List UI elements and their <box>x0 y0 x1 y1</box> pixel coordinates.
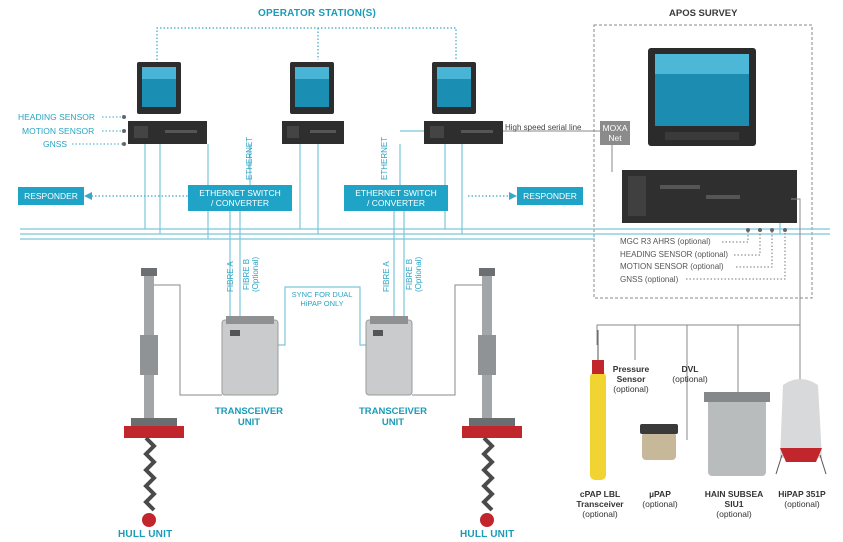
hipap-line2: (optional) <box>784 499 820 509</box>
switch-right-line1: ETHERNET SWITCH <box>355 188 437 198</box>
monitor-1 <box>137 62 181 114</box>
pressure-sensor-caption: Pressure Sensor (optional) <box>603 364 659 394</box>
hain-subsea <box>704 392 770 476</box>
ethernet-label-right: ETHERNET <box>380 136 389 180</box>
pressure-line3: (optional) <box>613 384 649 394</box>
operator-stations-title: OPERATOR STATION(S) <box>258 8 377 19</box>
hain-line1: HAIN SUBSEA <box>704 489 764 499</box>
dvl-line1: DVL <box>681 364 699 374</box>
fibre-a-left: FIBRE A <box>226 261 235 292</box>
hain-line2: SIU1 <box>724 499 744 509</box>
operator-link <box>156 27 457 60</box>
fibre-b-right: FIBRE B(Optional) <box>405 257 423 292</box>
transceiver-left-title: TRANSCEIVER UNIT <box>206 406 292 428</box>
cpap-transceiver <box>590 330 606 480</box>
upap <box>640 424 678 460</box>
ethernet-switch-right: ETHERNET SWITCH / CONVERTER <box>344 185 448 211</box>
responder-right: RESPONDER <box>517 187 583 205</box>
hipap-line1: HiPAP 351P <box>778 489 826 499</box>
hain-caption: HAIN SUBSEA SIU1 (optional) <box>697 489 771 519</box>
fibre-b-left-2: (Optional) <box>251 256 260 292</box>
ethernet-label-left: ETHERNET <box>245 136 254 180</box>
transceiver-right <box>365 316 413 396</box>
apos-survey-title: APOS SURVEY <box>669 8 738 19</box>
hull-unit-right-title: HULL UNIT <box>460 529 515 540</box>
hull-unit-left-title: HULL UNIT <box>118 529 173 540</box>
dvl-caption: DVL (optional) <box>662 364 718 384</box>
upap-line2: (optional) <box>642 499 678 509</box>
cpap-caption: cPAP LBL Transceiver (optional) <box>570 489 630 519</box>
computer-2 <box>282 121 344 144</box>
transceiver-right-line1: TRANSCEIVER <box>358 406 428 417</box>
hipap-caption: HiPAP 351P (optional) <box>771 489 833 509</box>
serial-line-label: High speed serial line <box>505 123 582 132</box>
fibre-b-right-2: (Optional) <box>414 256 423 292</box>
apos-frame <box>593 24 813 299</box>
apos-monitor <box>648 48 756 146</box>
dvl-line2: (optional) <box>672 374 708 384</box>
network-lines <box>20 130 830 346</box>
left-sensor-links <box>72 116 126 145</box>
switch-right-line2: / CONVERTER <box>367 198 425 208</box>
left-sensor-gnss: GNSS <box>43 139 68 149</box>
hull-unit-left <box>124 268 184 527</box>
switch-left-line1: ETHERNET SWITCH <box>199 188 281 198</box>
computer-3 <box>424 121 503 144</box>
fibre-b-left-1: FIBRE B <box>242 258 251 290</box>
cpap-line2: Transceiver <box>576 499 624 509</box>
responder-left: RESPONDER <box>18 187 84 205</box>
apos-sensor-links <box>686 230 786 280</box>
fibre-a-right: FIBRE A <box>382 261 391 292</box>
arrowhead-right <box>509 192 517 200</box>
upap-caption: µPAP (optional) <box>632 489 688 509</box>
pressure-line1: Pressure <box>612 364 650 374</box>
transceiver-left <box>221 316 279 396</box>
apos-sensor-motion: MOTION SENSOR (optional) <box>620 262 724 271</box>
moxa-line2: Net <box>608 133 622 143</box>
sync-label: SYNC FOR DUAL HiPAP ONLY <box>286 290 358 308</box>
apos-sensor-dots <box>746 228 787 232</box>
grey-lines <box>150 130 801 440</box>
left-sensor-heading: HEADING SENSOR <box>18 112 95 122</box>
moxa-line1: MOXA <box>602 123 628 133</box>
monitor-2 <box>290 62 334 114</box>
transceiver-right-title: TRANSCEIVER UNIT <box>350 406 436 428</box>
transceiver-left-line1: TRANSCEIVER <box>214 406 284 417</box>
cpap-line3: (optional) <box>582 509 618 519</box>
arrowhead-left <box>84 192 92 200</box>
ethernet-switch-left: ETHERNET SWITCH / CONVERTER <box>188 185 292 211</box>
fibre-b-right-1: FIBRE B <box>405 258 414 290</box>
transceiver-left-line2: UNIT <box>237 417 261 428</box>
apos-sensor-gnss: GNSS (optional) <box>620 275 679 284</box>
hull-unit-right <box>462 268 522 527</box>
apos-sensor-heading: HEADING SENSOR (optional) <box>620 250 729 259</box>
sync-line2: HiPAP ONLY <box>300 299 344 308</box>
monitor-3 <box>432 62 476 114</box>
apos-computer <box>622 170 797 223</box>
sync-line1: SYNC FOR DUAL <box>291 290 353 299</box>
moxa-box: MOXA Net <box>600 121 630 145</box>
fibre-b-left: FIBRE B(Optional) <box>242 257 260 292</box>
hipap-351p <box>775 379 827 475</box>
hain-line3: (optional) <box>716 509 752 519</box>
upap-line1: µPAP <box>649 489 671 499</box>
left-sensor-dots <box>122 115 126 146</box>
switch-left-line2: / CONVERTER <box>211 198 269 208</box>
pressure-line2: Sensor <box>616 374 646 384</box>
transceiver-right-line2: UNIT <box>381 417 405 428</box>
computer-1 <box>128 121 207 144</box>
cpap-line1: cPAP LBL <box>579 489 621 499</box>
apos-sensor-ahrs: MGC R3 AHRS (optional) <box>620 237 711 246</box>
left-sensor-motion: MOTION SENSOR <box>22 126 95 136</box>
